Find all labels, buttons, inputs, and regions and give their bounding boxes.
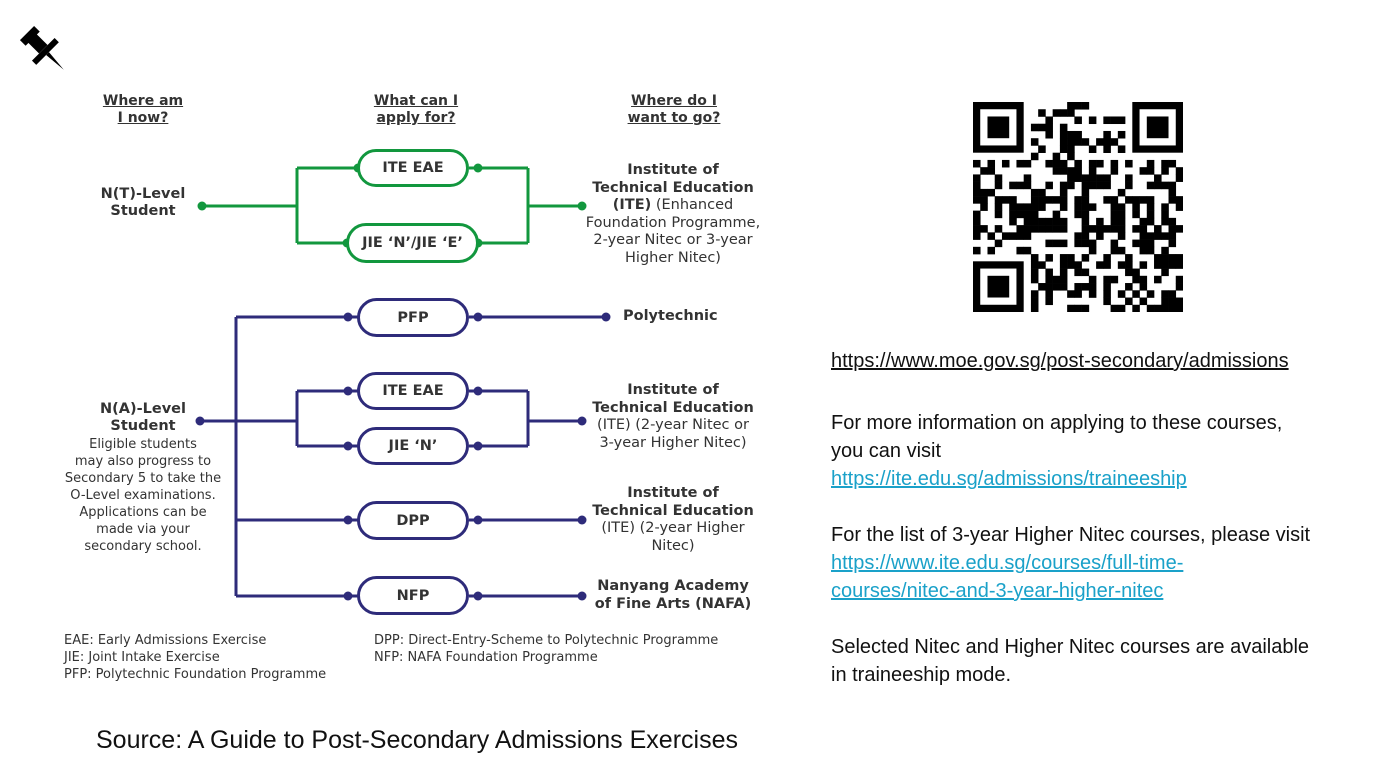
pill-na-ite-eae: ITE EAE: [357, 372, 469, 410]
legend-right: DPP: Direct-Entry-Scheme to Polytechnic …: [374, 633, 719, 665]
destination-ite-2yr-3yr: Institute of Technical Education (ITE) (…: [592, 382, 754, 451]
destination-ite-enhanced: Institute of Technical Education (ITE) (…: [585, 162, 761, 266]
destination-nafa: Nanyang Academy of Fine Arts (NAFA): [594, 578, 752, 612]
pathway-connectors: [195, 163, 611, 601]
ite-traineeship-link[interactable]: https://ite.edu.sg/admissions/traineeshi…: [831, 468, 1187, 490]
destination-ite-2yr-higher: Institute of Technical Education (ITE) (…: [592, 485, 754, 554]
higher-nitec-text: For the list of 3-year Higher Nitec cour…: [831, 524, 1311, 546]
na-level-note: Eligible students may also progress to S…: [64, 437, 222, 554]
legend-left: EAE: Early Admissions Exercise JIE: Join…: [64, 633, 327, 682]
source-caption: Source: A Guide to Post-Secondary Admiss…: [96, 726, 738, 754]
more-info-text-2: you can visit: [831, 440, 942, 462]
pill-nt-ite-eae: ITE EAE: [357, 149, 469, 187]
header-what-can-i: What can I apply for?: [373, 93, 459, 126]
traineeship-text-2: in traineeship mode.: [831, 664, 1012, 686]
pill-dpp: DPP: [357, 501, 469, 540]
traineeship-text: Selected Nitec and Higher Nitec courses …: [831, 636, 1310, 658]
pushpin-icon: [19, 25, 64, 70]
nt-level-student-label: N(T)-Level Student: [100, 186, 186, 219]
higher-nitec-link-cont[interactable]: courses/nitec-and-3-year-higher-nitec: [831, 580, 1164, 602]
pill-nfp: NFP: [357, 576, 469, 615]
pill-na-jie: JIE ‘N’: [357, 427, 469, 465]
moe-admissions-link[interactable]: https://www.moe.gov.sg/post-secondary/ad…: [831, 350, 1289, 372]
higher-nitec-link[interactable]: https://www.ite.edu.sg/courses/full-time…: [831, 552, 1184, 574]
right-panel: https://www.moe.gov.sg/post-secondary/ad…: [831, 347, 1351, 689]
pill-nt-jie: JIE ‘N’/JIE ‘E’: [346, 223, 479, 263]
header-where-am-i: Where am I now?: [102, 93, 184, 126]
header-where-do-i: Where do I want to go?: [627, 93, 721, 126]
pill-pfp: PFP: [357, 298, 469, 337]
qr-code: [973, 102, 1183, 312]
destination-polytechnic: Polytechnic: [623, 308, 718, 324]
more-info-text: For more information on applying to thes…: [831, 412, 1283, 434]
na-level-student-label: N(A)-Level Student: [100, 401, 186, 434]
